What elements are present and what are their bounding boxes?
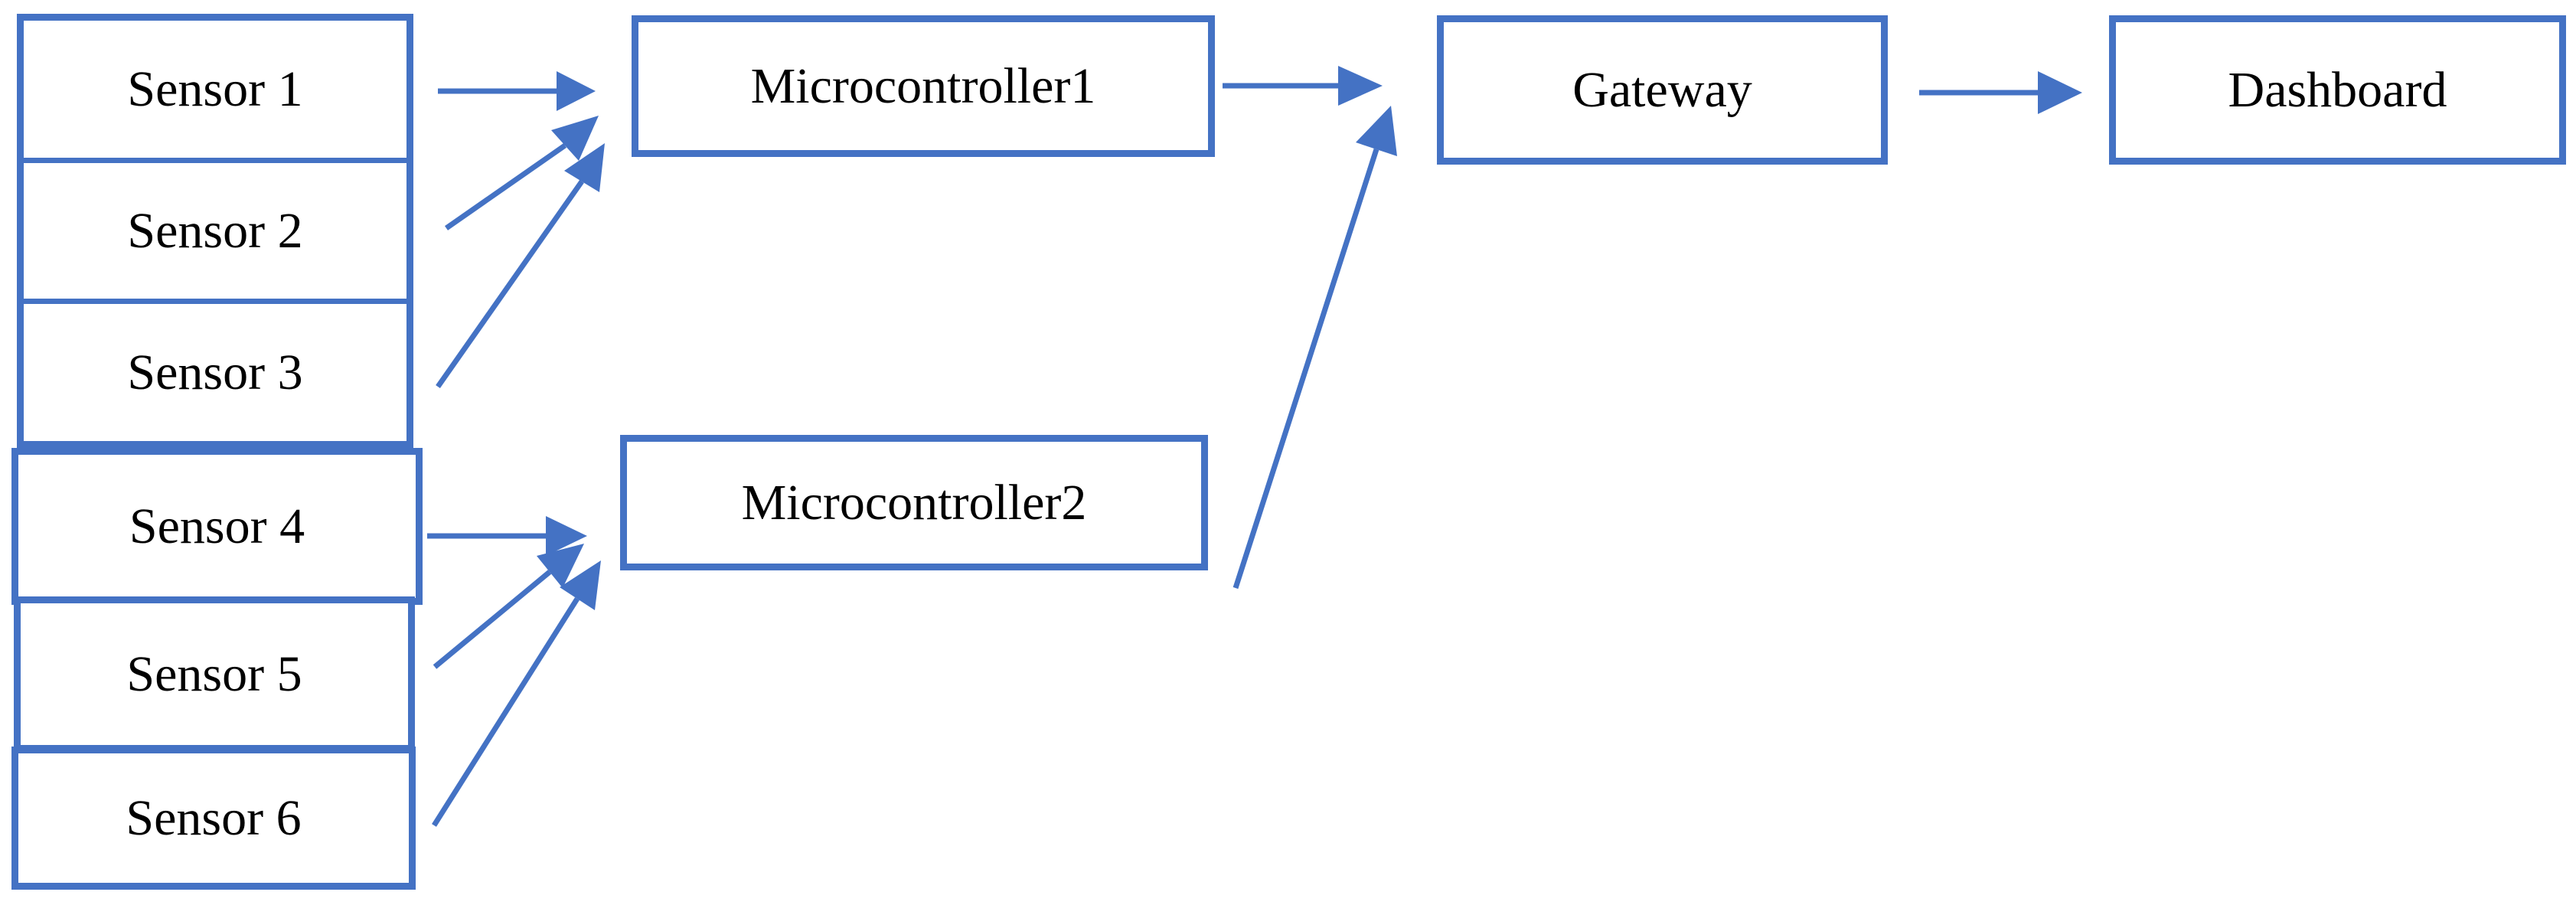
node-sensor-3: Sensor 3 <box>24 304 406 441</box>
edge-gateway-to-dashboard <box>1919 71 2082 114</box>
node-gateway: Gateway <box>1437 15 1888 165</box>
edge-sensor1-to-microcontroller1 <box>438 71 596 111</box>
edge-sensor6-to-microcontroller2 <box>432 560 601 827</box>
edge-sensor3-to-microcontroller1 <box>436 143 605 389</box>
node-sensor-6: Sensor 6 <box>11 747 416 890</box>
node-label-sensor-3: Sensor 3 <box>127 344 303 400</box>
node-microcontroller-1: Microcontroller1 <box>632 15 1215 157</box>
edge-microcontroller2-to-gateway <box>1232 106 1397 590</box>
node-sensor-1: Sensor 1 <box>24 21 406 158</box>
node-label-microcontroller-1: Microcontroller1 <box>750 57 1096 114</box>
node-label-sensor-5: Sensor 5 <box>126 645 302 702</box>
node-label-sensor-6: Sensor 6 <box>126 789 302 846</box>
edge-sensor5-to-microcontroller2 <box>433 544 584 669</box>
divider-sensor2-sensor3 <box>24 299 406 304</box>
node-label-gateway: Gateway <box>1572 61 1752 118</box>
edge-microcontroller1-to-gateway <box>1223 66 1383 106</box>
node-sensor-group-top: Sensor 1 Sensor 2 Sensor 3 <box>17 14 413 448</box>
divider-sensor1-sensor2 <box>24 158 406 163</box>
edge-sensor2-to-microcontroller1 <box>444 116 599 230</box>
node-dashboard: Dashboard <box>2109 15 2566 165</box>
node-label-sensor-1: Sensor 1 <box>127 60 303 117</box>
node-label-sensor-2: Sensor 2 <box>127 202 303 259</box>
node-sensor-5: Sensor 5 <box>14 596 415 752</box>
node-microcontroller-2: Microcontroller2 <box>620 435 1208 570</box>
node-sensor-4: Sensor 4 <box>11 448 423 605</box>
node-sensor-2: Sensor 2 <box>24 163 406 299</box>
node-label-sensor-4: Sensor 4 <box>129 498 305 554</box>
node-label-microcontroller-2: Microcontroller2 <box>741 474 1087 531</box>
edge-sensor4-to-microcontroller2 <box>427 516 587 556</box>
node-label-dashboard: Dashboard <box>2228 61 2447 118</box>
